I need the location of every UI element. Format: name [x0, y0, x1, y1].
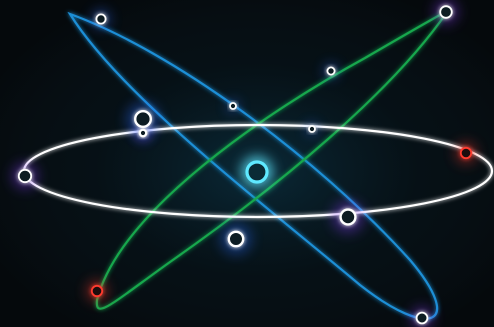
small-dot-1 — [230, 103, 236, 109]
electron-blue-top-left — [96, 14, 105, 23]
electron-green-top-right — [440, 6, 452, 18]
nucleus — [247, 162, 267, 182]
electron-green-mid — [327, 67, 334, 74]
electron-red-right — [461, 148, 471, 158]
electron-blue-right — [341, 210, 356, 225]
electron-blue-bottom-right — [417, 313, 428, 324]
electron-green-lower — [229, 232, 243, 246]
small-dot-2 — [309, 126, 315, 132]
nucleus-group — [241, 156, 273, 188]
electron-red-bottom-left — [92, 286, 102, 296]
electron-blue-large — [135, 111, 151, 127]
electron-white-left — [19, 170, 31, 182]
small-dot-3 — [140, 130, 146, 136]
